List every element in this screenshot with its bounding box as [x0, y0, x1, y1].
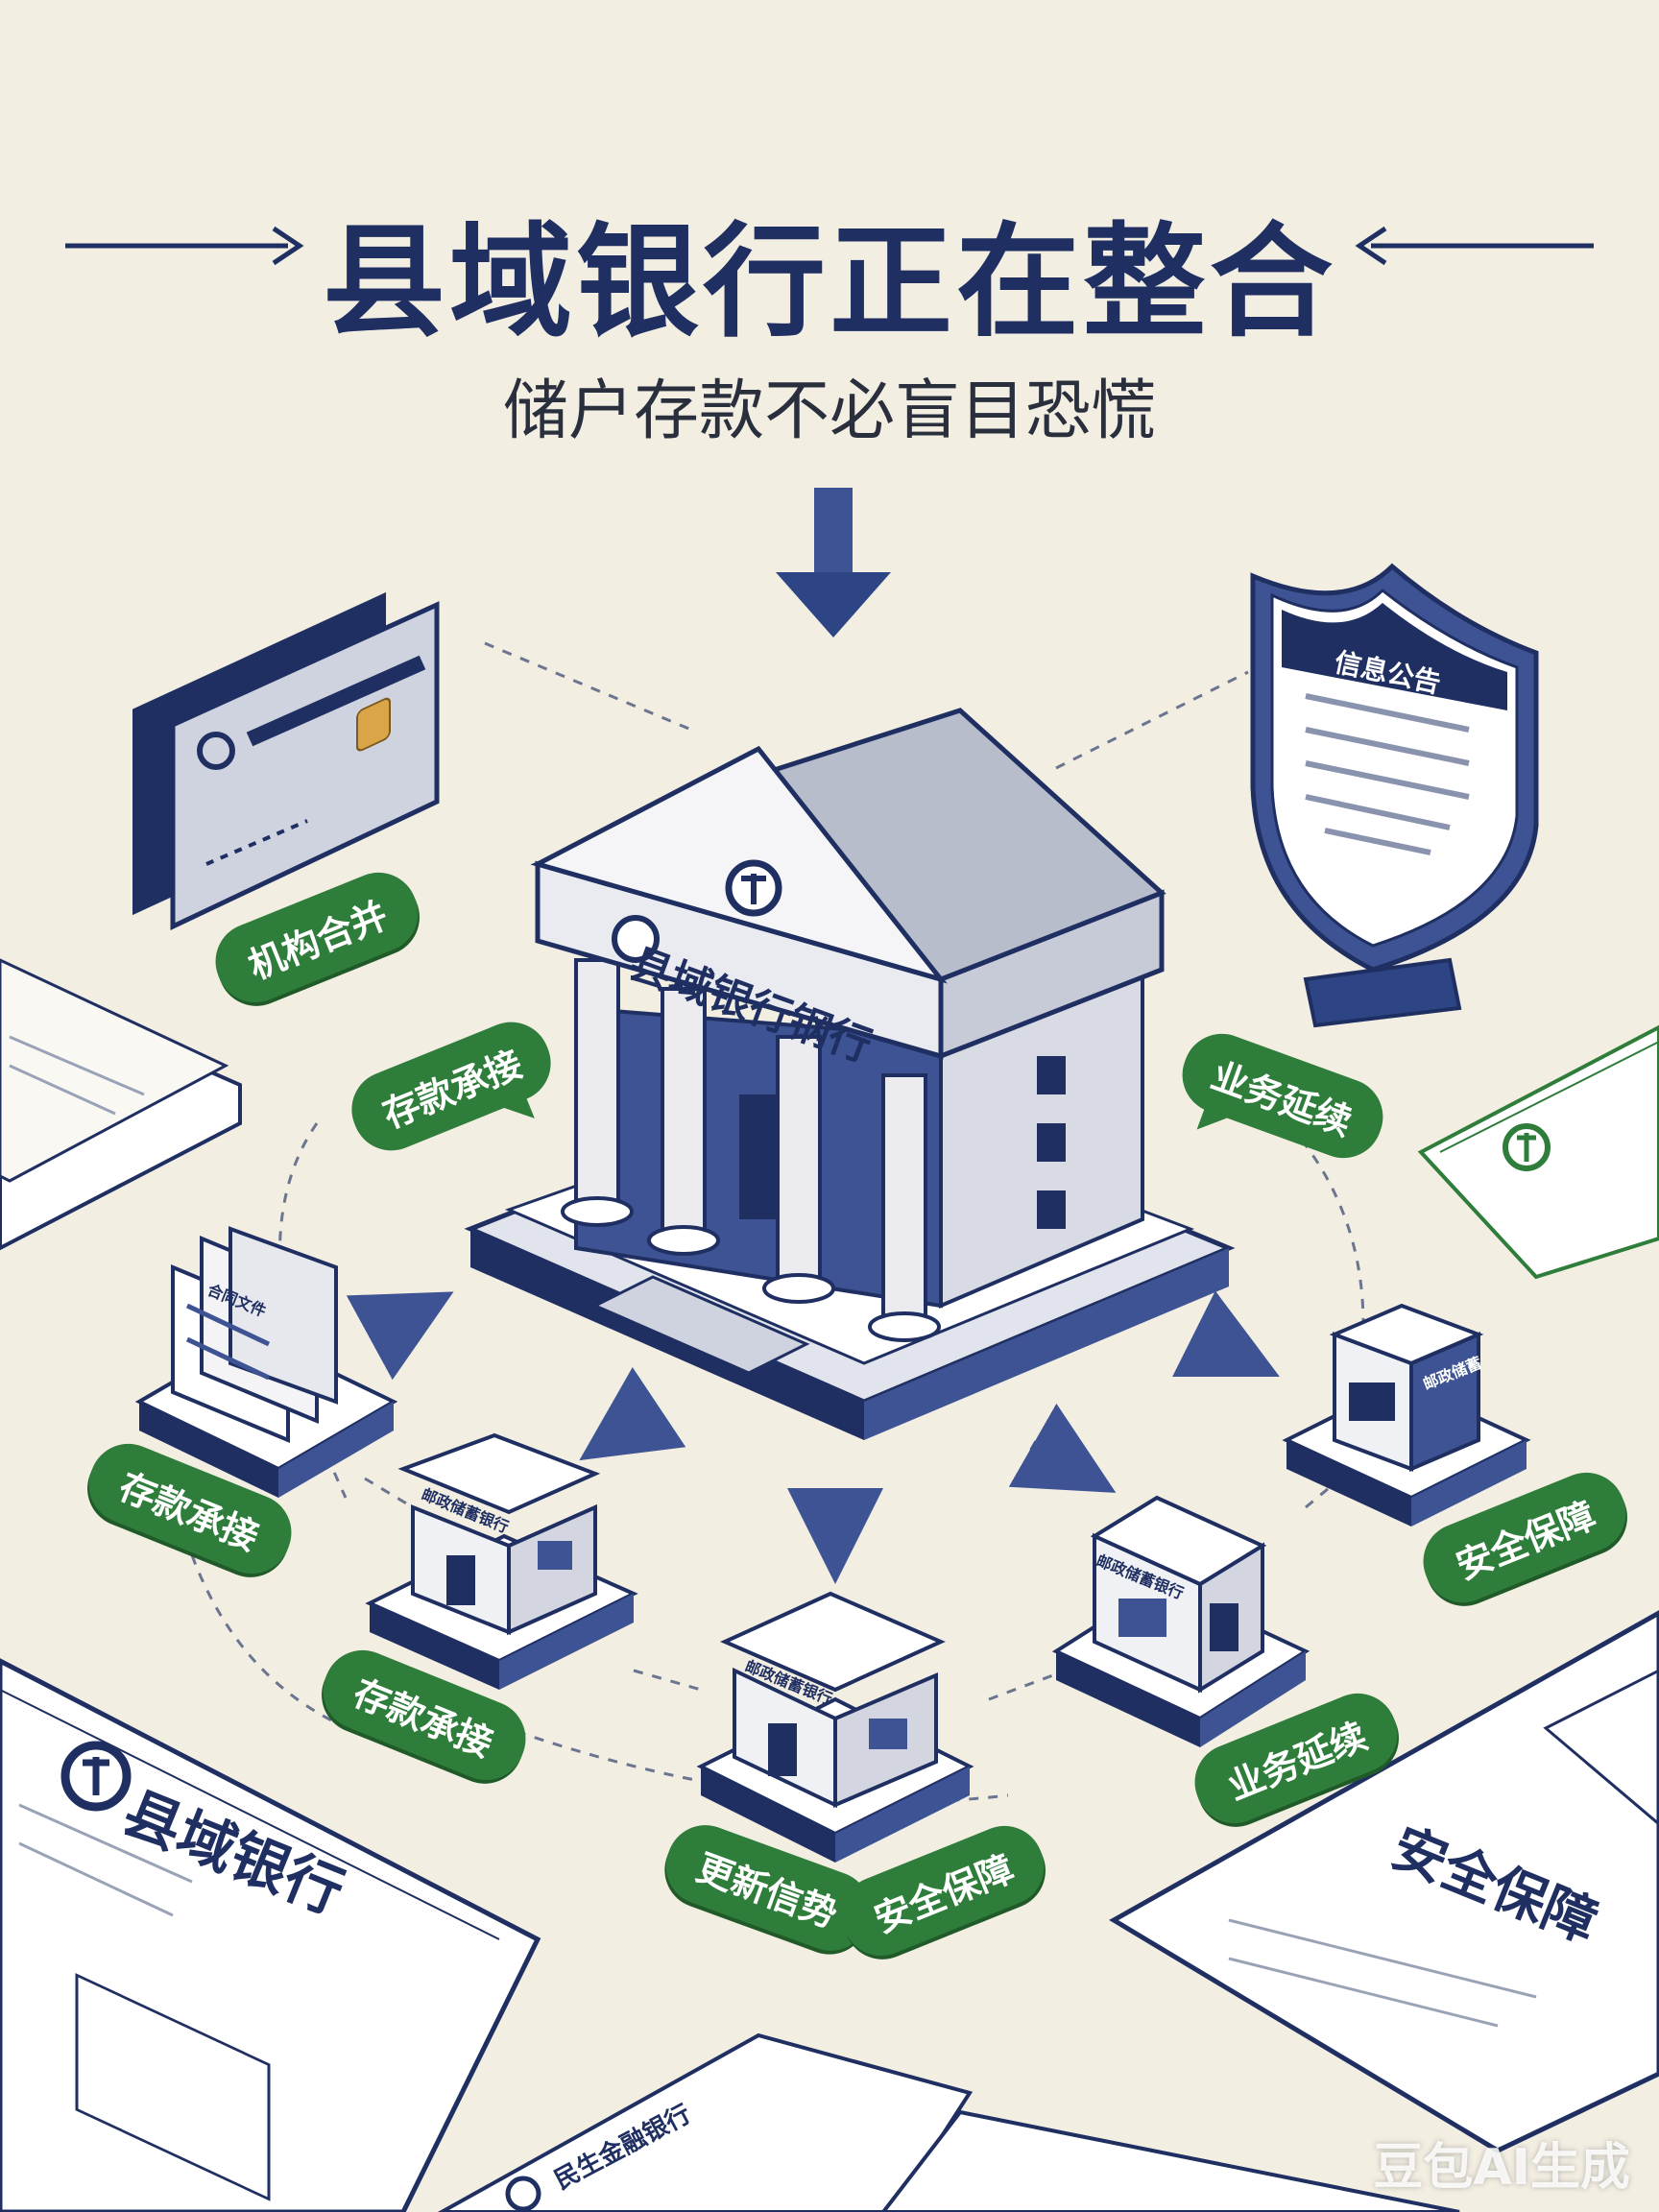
branch-left — [365, 1432, 638, 1690]
document-left-stack — [0, 958, 242, 1251]
branch-center — [696, 1591, 974, 1863]
left-station — [134, 1226, 398, 1498]
kiosk-right — [1282, 1303, 1531, 1527]
branch-right — [1051, 1495, 1310, 1747]
document-bottom-right — [880, 1610, 1659, 2212]
flow-arrows — [346, 1290, 1280, 1584]
bank-card-icon — [132, 591, 440, 930]
central-bank-building — [464, 708, 1236, 1440]
shield-icon — [1250, 563, 1539, 1028]
title-arrow-right-icon — [1355, 226, 1594, 266]
down-arrow-icon — [776, 488, 891, 637]
document-bottom-left — [0, 1658, 541, 2212]
page-subtitle: 储户存款不必盲目恐慌 — [502, 373, 1156, 449]
title-arrow-left-icon — [65, 226, 304, 266]
document-right-green — [1417, 1024, 1659, 1280]
page-title: 县域银行正在整合 — [322, 211, 1336, 354]
watermark: 豆包AI生成 — [1373, 2139, 1630, 2197]
document-bottom-center — [437, 2032, 974, 2212]
